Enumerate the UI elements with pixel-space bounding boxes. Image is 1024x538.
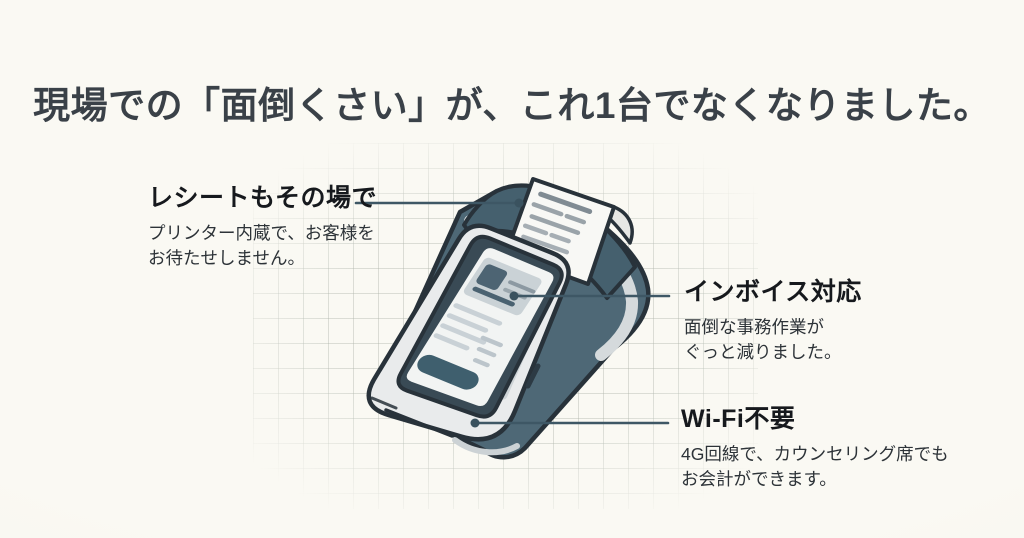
callout-leaders — [354, 201, 671, 425]
callout-receipt-printer: レシートもその場で プリンター内蔵で、お客様を お待たせしません。 — [148, 184, 418, 272]
anchor-dot-invoice — [509, 291, 519, 301]
side-card-slot — [525, 363, 541, 389]
bottom-rim-slot-small — [370, 396, 398, 410]
callout-wifi-body: 4G回線で、カウンセリング席でも お会計ができます。 — [681, 443, 949, 490]
anchor-dot-wifi — [470, 418, 480, 428]
callout-wifi: Wi-Fi不要 4G回線で、カウンセリング席でも お会計ができます。 — [681, 405, 1001, 493]
callout-receipt-body: プリンター内蔵で、お客様を お待たせしません。 — [148, 222, 375, 269]
callout-invoice: インボイス対応 面倒な事務作業が ぐっと減りました。 — [684, 278, 974, 366]
callout-invoice-body: 面倒な事務作業が ぐっと減りました。 — [684, 316, 842, 363]
callout-wifi-heading: Wi-Fi不要 — [681, 405, 796, 433]
screen-ui-button — [417, 354, 479, 390]
callout-anchor-dots — [470, 198, 524, 428]
invoice-highlight-line — [472, 286, 515, 307]
terminal-bottom-edge-highlight — [452, 437, 520, 456]
screen-ui-icon — [476, 264, 508, 291]
bottom-rim-slot — [384, 408, 454, 438]
screen-ui — [417, 257, 542, 390]
anchor-dot-receipt — [514, 198, 524, 208]
callout-invoice-heading: インボイス対応 — [684, 278, 862, 306]
callout-receipt-heading: レシートもその場で — [148, 184, 378, 212]
page-title: 現場での「面倒くさい」が、これ1台でなくなりました。 — [33, 84, 991, 126]
